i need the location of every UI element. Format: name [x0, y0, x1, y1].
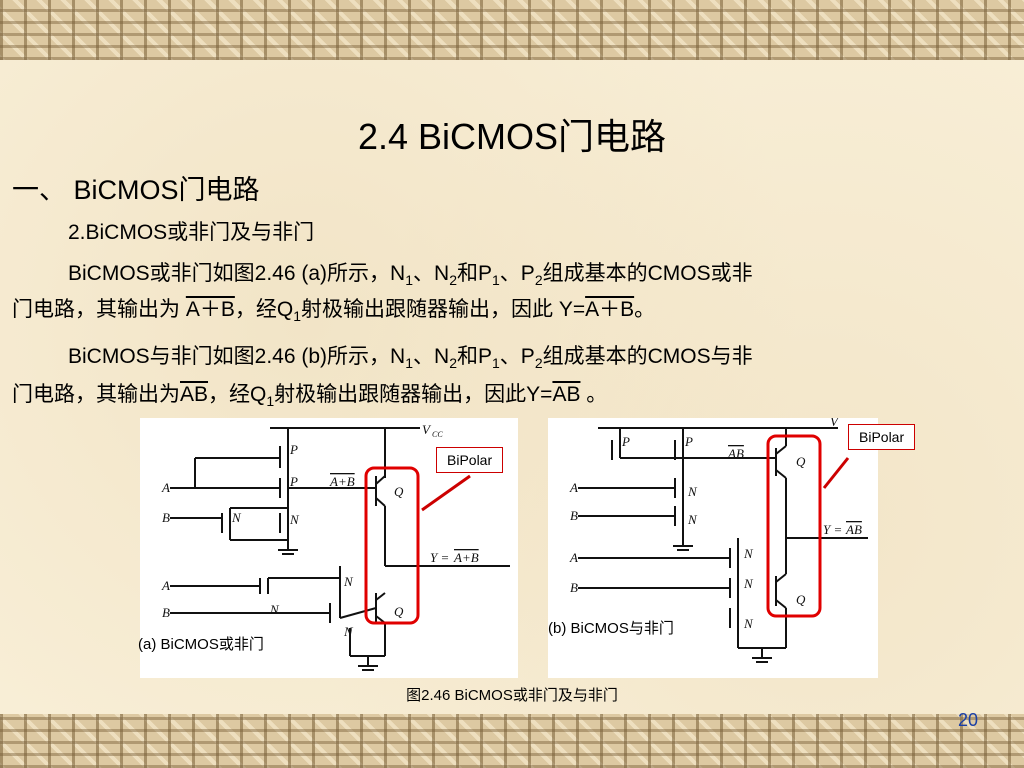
svg-text:Q: Q — [394, 484, 404, 499]
nor-paragraph-line1: BiCMOS或非门如图2.46 (a)所示，N1、N2和P1、P2组成基本的CM… — [68, 262, 753, 289]
svg-text:Q: Q — [394, 604, 404, 619]
nand-paragraph-line2: 门电路，其输出为AB，经Q1射极输出跟随器输出，因此Y=AB 。 — [12, 383, 608, 410]
svg-text:P: P — [289, 474, 298, 489]
figure-a-caption: (a) BiCMOS或非门 — [138, 636, 264, 653]
svg-text:N: N — [743, 576, 754, 591]
bipolar-callout-b: BiPolar — [848, 424, 916, 450]
svg-text:A: A — [569, 480, 578, 495]
input-a-label: A — [161, 480, 170, 495]
nor-paragraph-line2: 门电路，其输出为 A＋B，经Q1射极输出跟随器输出，因此 Y=A＋B。 — [12, 298, 656, 325]
svg-text:N: N — [687, 484, 698, 499]
svg-text:P: P — [684, 434, 693, 449]
nand-expression: AB — [180, 383, 209, 406]
bipolar-callout-a: BiPolar — [436, 447, 504, 473]
nand-circuit-figure: V P P AB A B N N Q Q Y = AB A B N N N — [548, 414, 878, 678]
svg-text:N: N — [231, 510, 242, 525]
decorative-border-bottom — [0, 714, 1024, 768]
nand-output-expression: AB — [552, 383, 581, 406]
svg-text:B: B — [570, 580, 578, 595]
svg-text:P: P — [621, 434, 630, 449]
svg-text:A: A — [161, 578, 170, 593]
figure-caption: 图2.46 BiCMOS或非门及与非门 — [406, 687, 618, 704]
bipolar-highlight-box — [766, 434, 822, 618]
svg-text:AB: AB — [727, 446, 744, 461]
callout-arrow — [421, 474, 471, 512]
svg-text:N: N — [343, 624, 354, 639]
input-b-label: B — [162, 510, 170, 525]
subsection-heading: 2.BiCMOS或非门及与非门 — [68, 221, 315, 244]
decorative-border-top — [0, 0, 1024, 60]
callout-arrow — [822, 457, 850, 489]
svg-text:Y =: Y = — [823, 522, 842, 537]
section-heading: 一、 BiCMOS门电路 — [12, 175, 260, 205]
svg-text:A+B: A+B — [453, 550, 479, 565]
bipolar-highlight-box — [364, 466, 420, 625]
vcc-label: V — [830, 418, 840, 429]
svg-text:A: A — [569, 550, 578, 565]
svg-text:Y =: Y = — [430, 550, 449, 565]
svg-text:Q: Q — [796, 592, 806, 607]
svg-text:N: N — [687, 512, 698, 527]
svg-text:N: N — [743, 546, 754, 561]
svg-text:B: B — [570, 508, 578, 523]
slide-title: 2.4 BiCMOS门电路 — [357, 116, 667, 157]
nor-circuit-diagram: V CC P P N N A B A+B Q Q Y = A+B A B N N… — [161, 422, 510, 671]
nand-circuit-diagram: V P P AB A B N N Q Q Y = AB A B N N N — [569, 414, 868, 663]
nand-paragraph-line1: BiCMOS与非门如图2.46 (b)所示，N1、N2和P1、P2组成基本的CM… — [68, 345, 753, 372]
svg-text:B: B — [162, 605, 170, 620]
svg-text:N: N — [289, 512, 300, 527]
svg-text:N: N — [269, 602, 280, 617]
vcc-label: V — [422, 422, 432, 437]
svg-text:A+B: A+B — [329, 474, 355, 489]
svg-text:CC: CC — [432, 430, 443, 439]
nor-expression: A＋B — [185, 298, 235, 321]
svg-text:AB: AB — [845, 522, 862, 537]
svg-text:Q: Q — [796, 454, 806, 469]
svg-text:N: N — [743, 616, 754, 631]
figure-b-caption: (b) BiCMOS与非门 — [548, 620, 674, 637]
svg-text:N: N — [343, 574, 354, 589]
svg-text:P: P — [289, 442, 298, 457]
page-number: 20 — [958, 710, 979, 730]
nor-output-expression: A＋B — [585, 298, 635, 321]
